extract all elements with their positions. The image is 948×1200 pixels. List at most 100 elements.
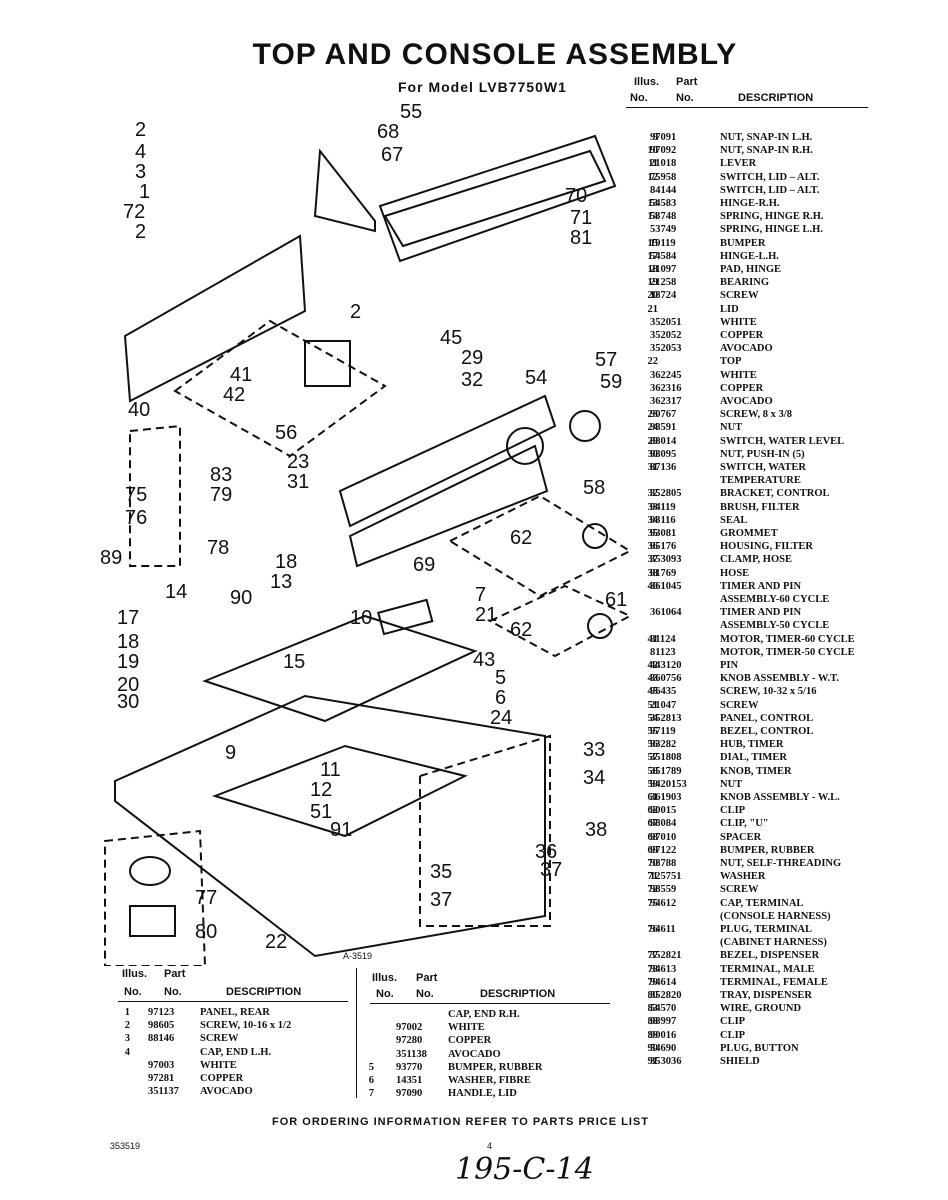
part-description: COPPER	[720, 382, 764, 394]
top-shape	[114, 694, 546, 958]
figure-code: A-3519	[343, 951, 373, 961]
illus-no: 24	[647, 422, 659, 434]
part-description: AVOCADO	[448, 1048, 501, 1060]
part-no: 97092	[650, 145, 677, 157]
part-description: BUMPER, RUBBER	[448, 1061, 543, 1073]
svg-text:4: 4	[135, 141, 146, 163]
illus-no: 40	[647, 580, 659, 592]
part-description: BEZEL, CONTROL	[720, 726, 814, 737]
lid-handle	[377, 598, 434, 636]
svg-text:41: 41	[230, 364, 252, 386]
illus-no: 41	[647, 633, 659, 645]
part-description: WASHER, FIBRE	[448, 1075, 531, 1086]
part-description: WHITE	[448, 1022, 485, 1034]
illus-no: 62	[647, 805, 659, 817]
svg-text:75: 75	[125, 484, 147, 506]
knob-upper	[582, 523, 608, 549]
illus-no: 15	[647, 237, 659, 249]
part-no: 94119	[650, 501, 676, 513]
part-description: SPRING, HINGE R.H.	[720, 211, 824, 223]
part-description: SPRING, HINGE L.H.	[720, 224, 823, 236]
illus-no: 22	[647, 356, 659, 368]
svg-text:14: 14	[165, 581, 187, 603]
part-description: KNOB ASSEMBLY - W.T.	[720, 673, 839, 685]
dial-57	[569, 410, 601, 442]
part-description: SWITCH, LID – ALT.	[720, 171, 820, 183]
part-description: SEAL	[720, 514, 748, 526]
timer-dash	[173, 319, 387, 458]
part-description: CLAMP, HOSE	[720, 554, 792, 566]
bezel-shape	[378, 134, 617, 263]
part-no: 97123	[148, 1007, 175, 1018]
part-no: 98084	[650, 818, 677, 830]
part-no: 351808	[650, 752, 682, 764]
illus-no: 72	[647, 884, 659, 896]
part-description: HOSE	[720, 567, 750, 579]
svg-text:24: 24	[490, 707, 512, 729]
svg-text:80: 80	[195, 921, 217, 943]
svg-text:40: 40	[128, 399, 150, 421]
illus-no: 71	[647, 871, 659, 883]
svg-text:20: 20	[117, 674, 139, 696]
illus-no: 32	[647, 488, 659, 500]
panel-hole	[506, 427, 544, 465]
svg-text:69: 69	[413, 554, 435, 576]
part-description: TIMER AND PIN	[720, 607, 802, 619]
exploded-diagram: 2 68 67 55 4 3 1 72 2 70 71 81 2 45 41 4…	[100, 101, 633, 966]
part-description: BEZEL, DISPENSER	[720, 950, 820, 962]
illus-no: 56	[647, 739, 659, 751]
description-header: DESCRIPTION	[738, 92, 814, 104]
no-header: No.	[164, 986, 182, 998]
svg-text:15: 15	[283, 651, 305, 673]
part-description: SWITCH, WATER LEVEL	[720, 435, 845, 447]
part-description: WHITE	[720, 316, 757, 328]
part-no: 87136	[650, 462, 677, 473]
part-description: AVOCADO	[720, 343, 773, 355]
svg-text:77: 77	[195, 887, 217, 909]
svg-text:57: 57	[595, 349, 617, 371]
illus-no: 80	[647, 990, 659, 1001]
part-description: LID	[720, 303, 739, 315]
part-no: 97002	[396, 1022, 423, 1034]
svg-text:23: 23	[287, 451, 309, 473]
illus-no: 67	[647, 818, 659, 830]
illus-no: 6	[368, 1075, 374, 1086]
part-no: 19119	[650, 237, 676, 249]
part-no: 93770	[396, 1061, 423, 1073]
part-no: 90015	[650, 805, 677, 817]
header-rule	[626, 107, 868, 108]
part-no: 353036	[650, 1056, 682, 1067]
column-divider	[356, 968, 357, 1098]
no-header: No.	[416, 988, 434, 1000]
illus-no: 89	[647, 1029, 659, 1041]
illus-no: 12	[647, 171, 659, 183]
illus-no: 13	[647, 198, 659, 209]
svg-text:89: 89	[100, 547, 122, 569]
no-header: No.	[676, 92, 694, 104]
illus-no: 76	[647, 924, 659, 935]
svg-text:22: 22	[265, 931, 287, 953]
illus-no: 33	[647, 501, 659, 513]
illus-no: 21	[647, 303, 659, 315]
no-header: No.	[630, 92, 648, 104]
svg-text:78: 78	[207, 537, 229, 559]
svg-text:72: 72	[123, 201, 145, 223]
part-description: CAP, TERMINAL	[720, 897, 804, 909]
part-header: Part	[676, 76, 698, 88]
part-no: 94611	[650, 924, 676, 935]
part-no: 352805	[650, 488, 682, 500]
part-no: 81124	[650, 633, 676, 645]
part-description: LEVER	[720, 158, 757, 170]
part-description: BRACKET, CONTROL	[720, 488, 830, 500]
part-no: 88146	[148, 1033, 175, 1045]
illus-no: 58	[647, 765, 659, 777]
svg-text:6: 6	[495, 687, 506, 709]
illus-no: 42	[647, 660, 659, 671]
illus-no: 69	[647, 844, 659, 856]
svg-text:32: 32	[461, 369, 483, 391]
part-no: 21047	[650, 699, 677, 711]
svg-text:42: 42	[223, 384, 245, 406]
svg-text:62: 62	[510, 619, 532, 641]
